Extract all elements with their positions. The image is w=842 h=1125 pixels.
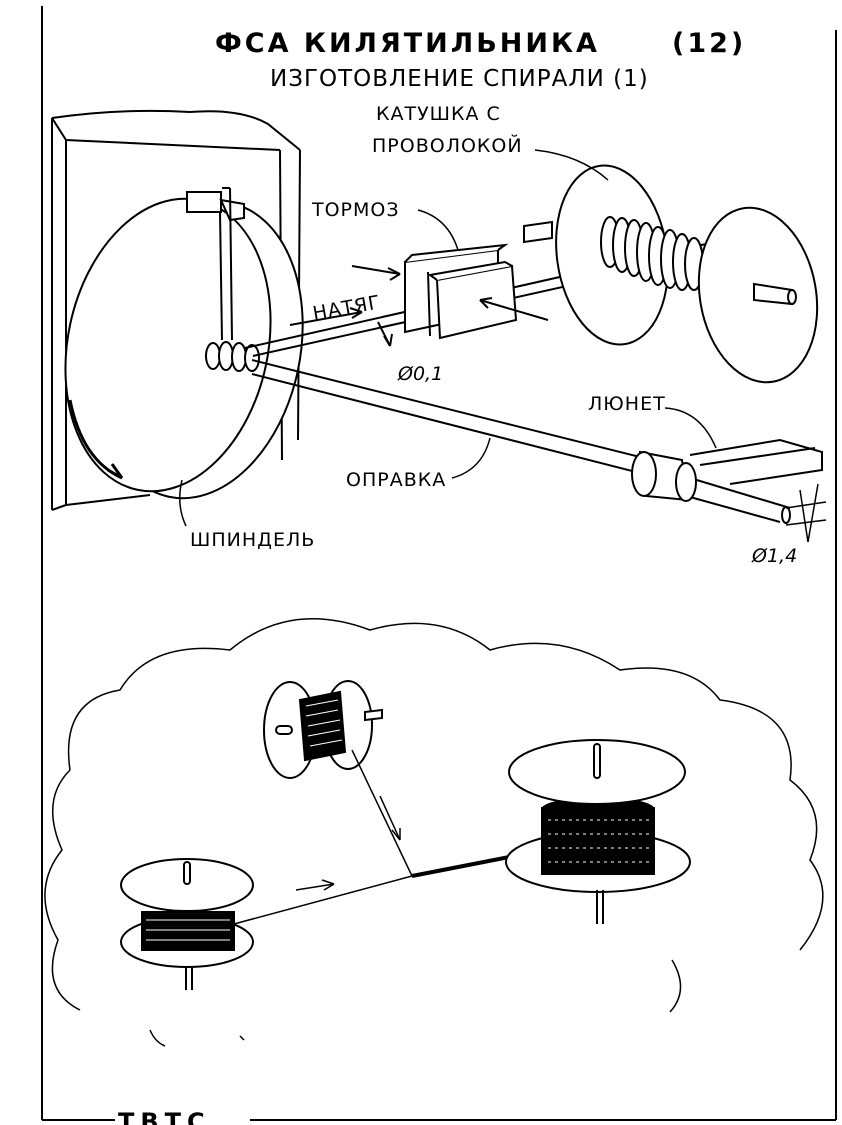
mandrel-diameter-label: Ø1,4 bbox=[751, 545, 797, 567]
feed-wire bbox=[351, 749, 413, 877]
page-title: ФСА КИЛЯТИЛЬНИКА bbox=[215, 28, 600, 59]
mandrel-rod bbox=[251, 359, 791, 524]
tension-arrow bbox=[289, 307, 393, 347]
take-up-spool bbox=[505, 739, 691, 924]
supply-spool bbox=[120, 858, 254, 990]
headstock-box bbox=[51, 109, 301, 511]
footer-mark: ТВТС bbox=[118, 1108, 211, 1125]
title-number: (12) bbox=[672, 28, 746, 59]
title-block: ФСА КИЛЯТИЛЬНИКА (12) ИЗГОТОВЛЕНИЕ СПИРА… bbox=[215, 28, 746, 92]
wire-diameter-label: Ø0,1 bbox=[397, 363, 443, 385]
cloud-outline bbox=[44, 618, 824, 1047]
steady-rest bbox=[631, 438, 823, 502]
coil-at-spindle bbox=[205, 341, 260, 372]
spindle-label: ШПИНДЕЛЬ bbox=[190, 529, 315, 551]
brake-arrows bbox=[351, 265, 549, 321]
leader-lines bbox=[179, 149, 827, 543]
wire-guide-post bbox=[186, 187, 245, 341]
spool-label-line2: ПРОВОЛОКОЙ bbox=[372, 134, 523, 157]
brake-label: ТОРМОЗ bbox=[311, 199, 400, 221]
lathe-setup-diagram bbox=[51, 109, 827, 543]
page-frame bbox=[41, 6, 837, 1121]
feed-spool bbox=[263, 680, 383, 779]
spindle-faceplate bbox=[64, 197, 304, 500]
steady-rest-label: ЛЮНЕТ bbox=[588, 393, 666, 415]
spiral-winding-diagram bbox=[120, 680, 691, 990]
wire-spool bbox=[523, 164, 819, 384]
spool-label-line1: КАТУШКА С bbox=[376, 103, 501, 125]
mandrel-label: ОПРАВКА bbox=[346, 469, 446, 491]
page-subtitle: ИЗГОТОВЛЕНИЕ СПИРАЛИ (1) bbox=[270, 66, 649, 92]
supply-wire bbox=[233, 875, 413, 925]
brake-block bbox=[404, 243, 518, 340]
